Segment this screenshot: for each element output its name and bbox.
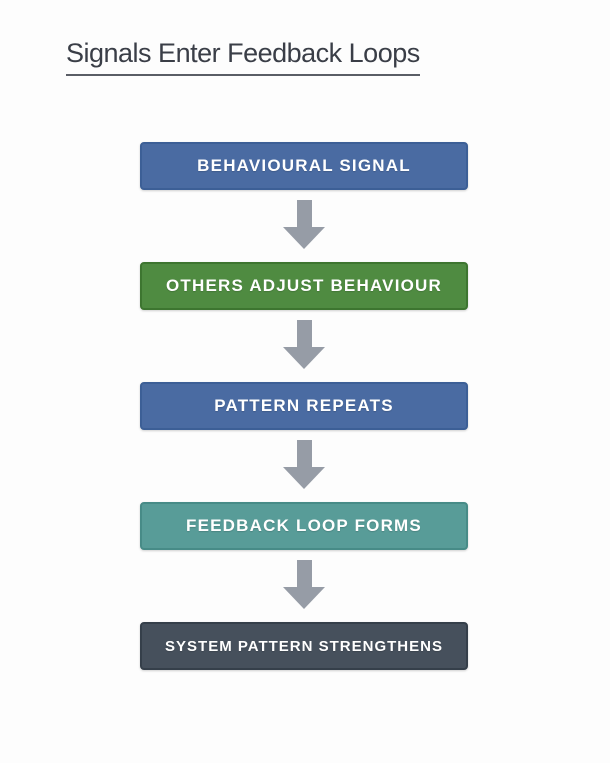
arrow-stem <box>296 320 312 347</box>
page-title: Signals Enter Feedback Loops <box>66 36 420 76</box>
flow-step-box: BEHAVIOURAL SIGNAL <box>140 142 468 190</box>
arrow-head <box>283 347 325 369</box>
flow-step-box: OTHERS ADJUST BEHAVIOUR <box>140 262 468 310</box>
arrow-stem <box>296 200 312 227</box>
flow-step-label: FEEDBACK LOOP FORMS <box>186 516 422 535</box>
flow-step-box: SYSTEM PATTERN STRENGTHENS <box>140 622 468 670</box>
arrow-head <box>283 227 325 249</box>
flow-step-label: SYSTEM PATTERN STRENGTHENS <box>165 637 443 655</box>
feedback-loop-flowchart: BEHAVIOURAL SIGNAL OTHERS ADJUST BEHAVIO… <box>140 142 468 670</box>
arrow-stem <box>296 440 312 467</box>
header: Signals Enter Feedback Loops <box>66 36 610 76</box>
arrow-head <box>283 467 325 489</box>
flow-step-label: BEHAVIOURAL SIGNAL <box>197 156 411 175</box>
flow-step-label: PATTERN REPEATS <box>214 396 394 415</box>
down-arrow-icon <box>283 560 325 609</box>
down-arrow-icon <box>283 440 325 489</box>
arrow-stem <box>296 560 312 587</box>
flow-step-box: FEEDBACK LOOP FORMS <box>140 502 468 550</box>
down-arrow-icon <box>283 200 325 249</box>
flow-step-label: OTHERS ADJUST BEHAVIOUR <box>165 276 442 295</box>
arrow-head <box>283 587 325 609</box>
down-arrow-icon <box>283 320 325 369</box>
flow-step-box: PATTERN REPEATS <box>140 382 468 430</box>
